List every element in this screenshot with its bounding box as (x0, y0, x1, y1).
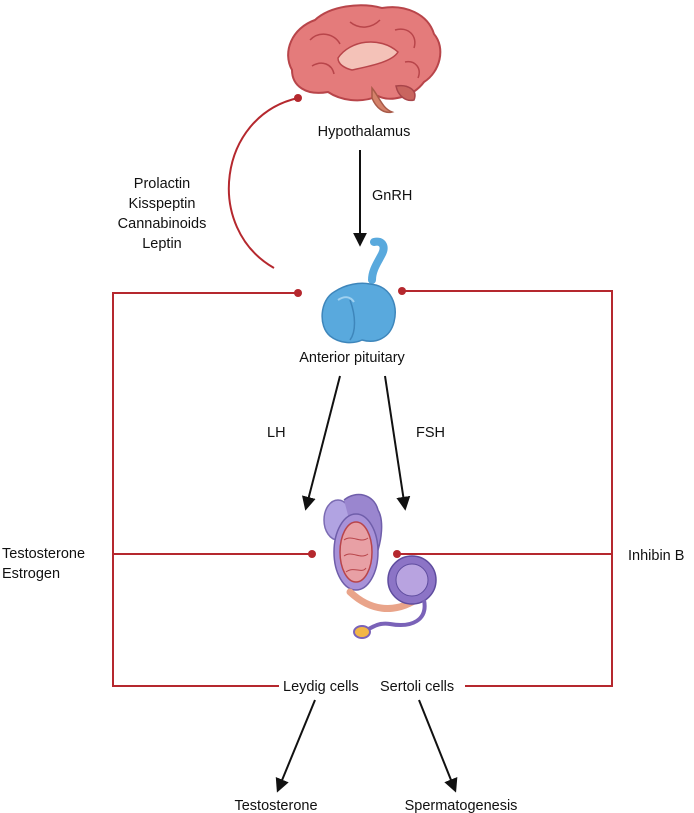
labels: Hypothalamus GnRH Prolactin Kisspeptin C… (2, 124, 684, 813)
brain-icon (287, 4, 442, 114)
sertoli-cells-label: Sertoli cells (380, 679, 454, 695)
testis-icon (323, 493, 437, 639)
inhibitor-label-cannabinoids: Cannabinoids (118, 216, 207, 232)
hypothalamus-label: Hypothalamus (318, 124, 411, 140)
lh-label: LH (267, 425, 286, 441)
leydig-cells-label: Leydig cells (283, 679, 359, 695)
testosterone-estrogen-feedback-line (112, 292, 312, 687)
spermatogenesis-arrow (418, 699, 458, 793)
fsh-label: FSH (416, 425, 445, 441)
estrogen-feedback-label: Estrogen (2, 566, 60, 582)
lh-arrow (302, 375, 341, 511)
feedback-lines (112, 94, 613, 687)
inhibitor-label-prolactin: Prolactin (134, 176, 190, 192)
inhibitor-label-leptin: Leptin (142, 236, 182, 252)
inhibitor-label-kisspeptin: Kisspeptin (129, 196, 196, 212)
inhibitor-arc (227, 97, 299, 269)
anterior-pituitary-label: Anterior pituitary (299, 350, 405, 366)
testosterone-output-label: Testosterone (234, 798, 317, 813)
hormone-arrows (275, 150, 458, 793)
testosterone-feedback-label: Testosterone (2, 546, 85, 562)
pituitary-gland-icon (321, 237, 396, 344)
fsh-arrow (384, 375, 411, 511)
spermatogenesis-label: Spermatogenesis (405, 798, 518, 813)
testosterone-arrow (275, 699, 316, 793)
inhibin-b-label: Inhibin B (628, 548, 684, 564)
inhibin-b-feedback-line (397, 290, 613, 687)
gnrh-label: GnRH (372, 188, 412, 204)
